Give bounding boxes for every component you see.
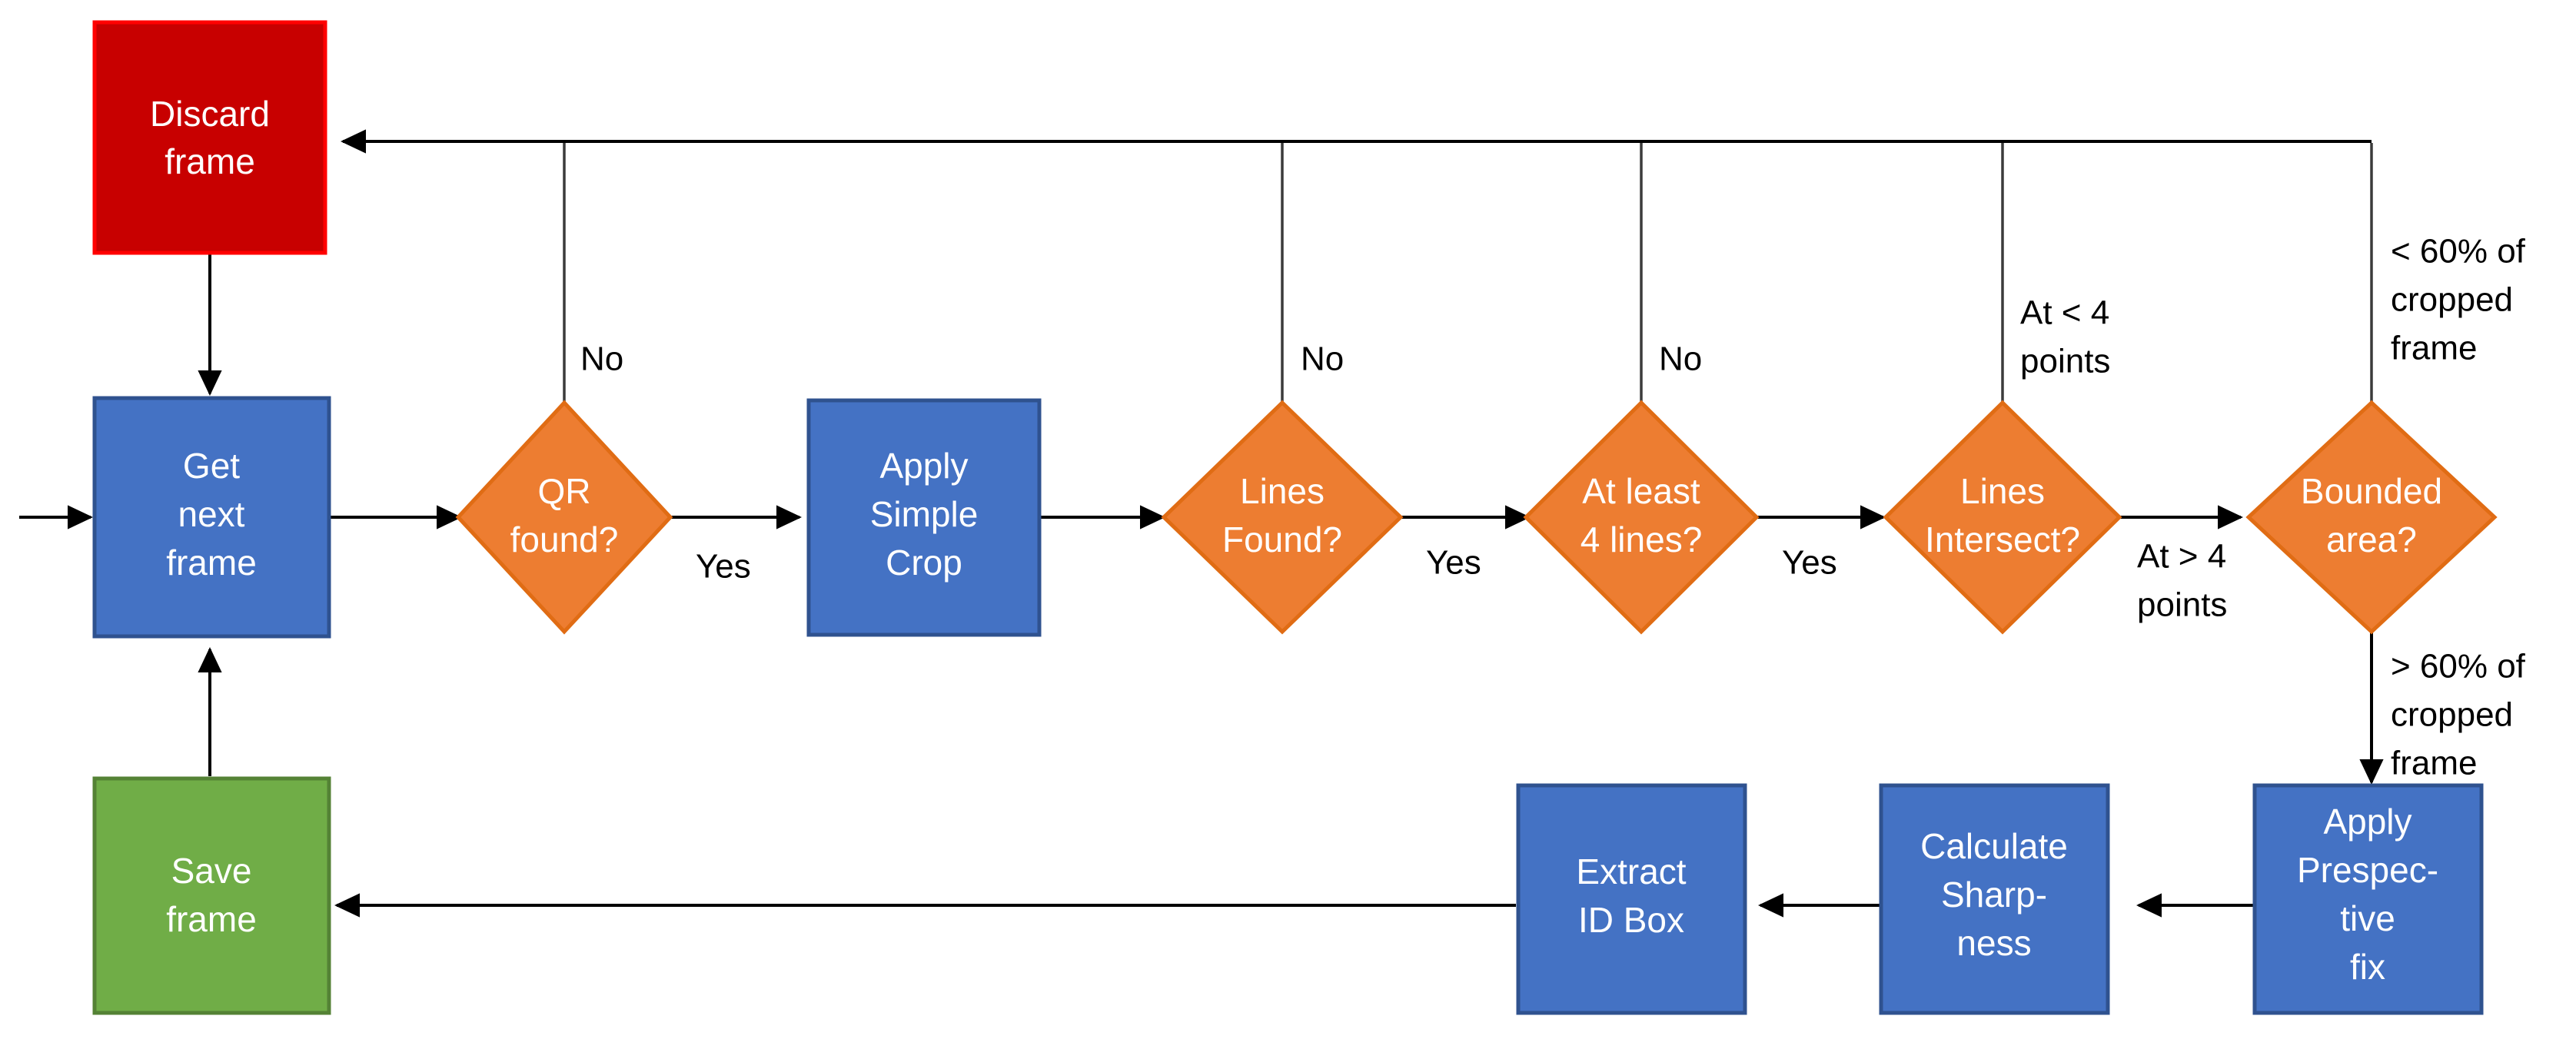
- node-qr-found[interactable]: QR found?: [455, 400, 673, 635]
- edge-label-at-least-4-no: No: [1659, 340, 1702, 378]
- node-lines-found[interactable]: Lines Found?: [1161, 400, 1404, 635]
- node-bounded-area[interactable]: Bounded area?: [2245, 400, 2498, 635]
- node-discard-frame[interactable]: Discard frame: [92, 20, 327, 255]
- edge-label-bounded-lt60: < 60% of cropped frame: [2391, 233, 2526, 367]
- edge-label-intersect-lt4: At < 4 points: [2020, 294, 2110, 380]
- edge-label-intersect-lt4-line2: points: [2020, 343, 2110, 380]
- calculate-sharpness-box[interactable]: [1879, 783, 2110, 1015]
- get-next-frame-box[interactable]: [92, 396, 331, 639]
- edge-label-at-least-4-yes: Yes: [1782, 544, 1837, 582]
- node-get-next-frame[interactable]: Get next frame: [92, 396, 331, 639]
- edge-label-intersect-gt4-line2: points: [2137, 586, 2227, 624]
- edge-label-bounded-lt60-line2: cropped: [2391, 281, 2513, 319]
- extract-id-box-box[interactable]: [1516, 783, 1747, 1015]
- edge-label-intersect-lt4-line1: At < 4: [2020, 294, 2109, 332]
- apply-perspective-fix-box[interactable]: [2252, 783, 2484, 1015]
- apply-simple-crop-box[interactable]: [806, 398, 1042, 637]
- node-apply-simple-crop[interactable]: Apply Simple Crop: [806, 398, 1042, 637]
- discard-frame-box[interactable]: [92, 20, 327, 255]
- lines-intersect-diamond[interactable]: [1883, 400, 2122, 635]
- edge-label-intersect-gt4-line1: At > 4: [2137, 538, 2226, 576]
- node-lines-intersect[interactable]: Lines Intersect?: [1883, 400, 2122, 635]
- at-least-4-lines-diamond[interactable]: [1523, 400, 1760, 635]
- edge-label-intersect-gt4: At > 4 points: [2137, 538, 2227, 624]
- qr-found-diamond[interactable]: [455, 400, 673, 635]
- edge-label-bounded-gt60: > 60% of cropped frame: [2391, 648, 2526, 782]
- node-at-least-4-lines[interactable]: At least 4 lines?: [1523, 400, 1760, 635]
- edge-label-bounded-gt60-line1: > 60% of: [2391, 648, 2526, 686]
- save-frame-box[interactable]: [92, 776, 331, 1015]
- node-calculate-sharpness[interactable]: Calculate Sharp- ness: [1879, 783, 2110, 1015]
- edge-label-bounded-lt60-line3: frame: [2391, 330, 2477, 367]
- node-extract-id-box[interactable]: Extract ID Box: [1516, 783, 1747, 1015]
- node-apply-perspective-fix[interactable]: Apply Prespec- tive fix: [2252, 783, 2484, 1015]
- edge-label-bounded-lt60-line1: < 60% of: [2391, 233, 2526, 271]
- edge-label-lines-found-yes: Yes: [1426, 544, 1481, 582]
- edge-label-bounded-gt60-line2: cropped: [2391, 696, 2513, 734]
- lines-found-diamond[interactable]: [1161, 400, 1404, 635]
- edge-label-lines-found-no: No: [1301, 340, 1344, 378]
- bounded-area-diamond[interactable]: [2245, 400, 2498, 635]
- node-save-frame[interactable]: Save frame: [92, 776, 331, 1015]
- edge-label-qr-yes: Yes: [696, 548, 751, 586]
- edge-label-qr-no: No: [580, 340, 623, 378]
- edge-label-bounded-gt60-line3: frame: [2391, 745, 2477, 782]
